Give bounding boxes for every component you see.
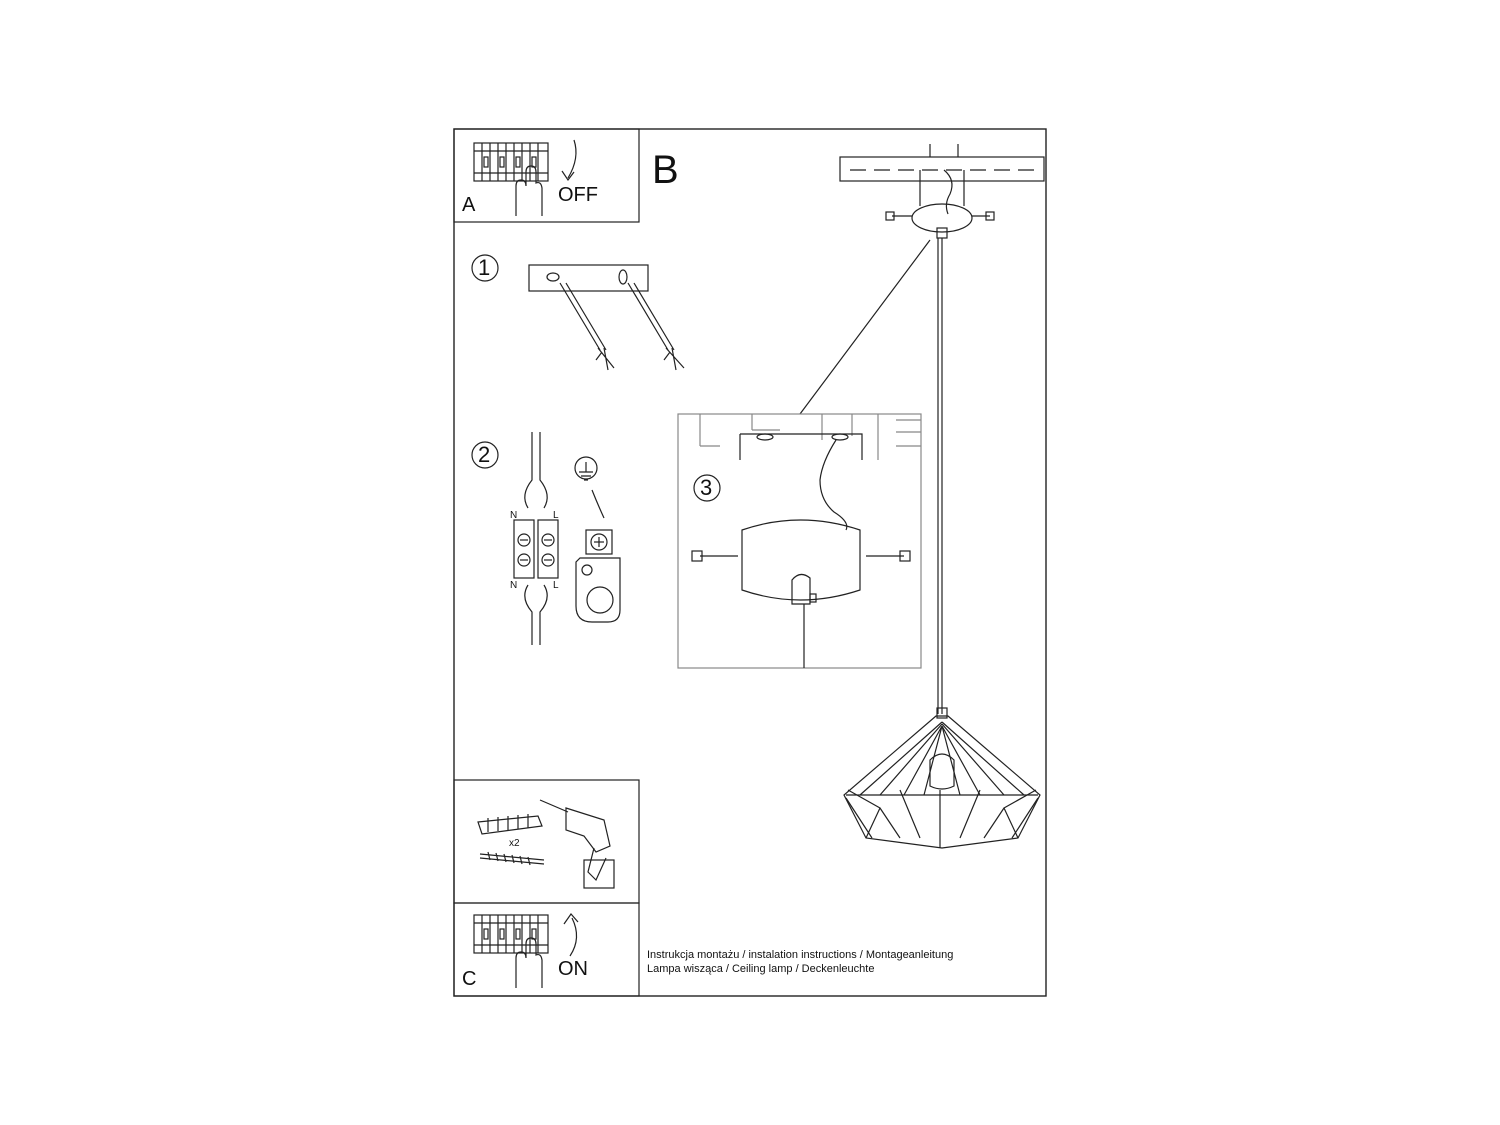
section-c-letter: C — [462, 968, 477, 990]
footer-instructions-title: Instrukcja montażu / instalation instruc… — [647, 949, 954, 961]
live-label-bottom: L — [553, 580, 559, 591]
screw-hardware-icon — [479, 851, 545, 866]
panel-c-frame — [453, 902, 640, 997]
panel-tools-frame — [453, 779, 640, 904]
arrow-down-icon — [567, 139, 577, 179]
screw-icon — [559, 282, 615, 371]
wall-anchor-icon — [477, 814, 543, 835]
ground-terminal — [575, 529, 621, 623]
step-1-circle — [471, 254, 499, 282]
lampshade-cage — [843, 707, 1041, 849]
power-on-label: ON — [558, 958, 588, 980]
bracket — [919, 170, 965, 206]
mounting-bracket — [528, 264, 649, 292]
step-1-number: 1 — [478, 255, 491, 280]
screw-icon-2 — [627, 282, 685, 371]
breaker-box-icon-c — [473, 914, 549, 954]
quantity-label: x2 — [509, 838, 520, 849]
hand-icon — [515, 165, 543, 216]
detail-bracket — [739, 433, 863, 460]
drill-icon — [539, 799, 615, 889]
panel-a-frame — [453, 128, 640, 223]
power-off-label: OFF — [558, 184, 598, 206]
step-2-circle — [471, 441, 499, 469]
ground-icon — [574, 456, 598, 480]
section-a-letter: A — [462, 194, 476, 216]
hand-icon-c — [515, 937, 543, 988]
neutral-label-top: N — [510, 510, 518, 521]
terminal-block — [513, 432, 559, 645]
detail-canopy — [741, 519, 861, 601]
detail-box — [677, 413, 922, 669]
detail-callout-line — [799, 239, 931, 415]
breaker-box-icon — [473, 142, 549, 182]
neutral-label-bottom: N — [510, 580, 518, 591]
step-2-number: 2 — [478, 442, 491, 467]
arrow-up-icon — [569, 917, 578, 957]
ground-wire — [591, 489, 605, 519]
step-3-number: 3 — [700, 475, 713, 500]
outer-frame — [453, 128, 1047, 997]
step-3-circle — [693, 474, 721, 502]
section-b-letter: B — [652, 148, 679, 192]
footer-product-name: Lampa wisząca / Ceiling lamp / Deckenleu… — [647, 963, 875, 975]
live-label-top: L — [553, 510, 559, 521]
ceiling-rail — [839, 156, 1045, 182]
canopy — [911, 203, 973, 233]
